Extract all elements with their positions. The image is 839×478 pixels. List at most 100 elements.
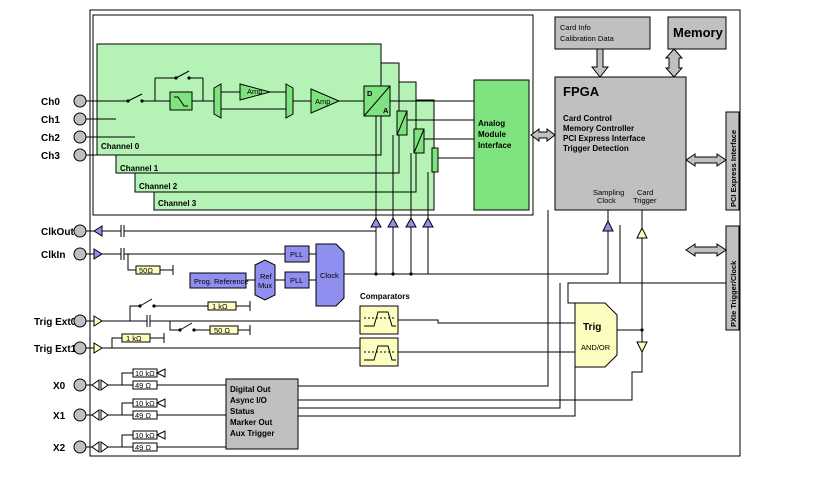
- sampling-clock-label-2: Clock: [597, 196, 616, 205]
- x0-bidir-buffer: [91, 379, 109, 391]
- memory-label: Memory: [673, 25, 724, 40]
- clkin-resistor-label: 50Ω: [139, 266, 153, 275]
- x2-connector[interactable]: [73, 440, 87, 454]
- channel-2-label: Channel 2: [139, 182, 178, 191]
- card-info-line-1: Card Info: [560, 23, 591, 32]
- ch3-label: Ch3: [41, 151, 60, 162]
- fpga-block: [554, 76, 687, 211]
- x2-bidir-buffer: [91, 441, 109, 453]
- ch2-connector[interactable]: [73, 130, 87, 144]
- x1-label: X1: [53, 411, 66, 422]
- x0-49-label: 49 Ω: [135, 381, 151, 390]
- pll-2-label: PLL: [290, 276, 303, 285]
- adc-d-label: D: [367, 89, 373, 98]
- amp-1: [239, 83, 272, 101]
- sampling-clock-label-1: Sampling: [593, 188, 624, 197]
- x1-10k-label: 10 kΩ: [135, 399, 155, 408]
- trig-ext1-label: Trig Ext1: [34, 344, 77, 355]
- digital-line-status: Status: [230, 407, 255, 416]
- trig-ext0-connector[interactable]: [73, 314, 87, 328]
- card-trigger-label-1: Card: [637, 188, 653, 197]
- merger: [285, 83, 294, 119]
- pll-1-label: PLL: [290, 250, 303, 259]
- card-info-arrow: [590, 48, 610, 78]
- trig-title: Trig: [583, 322, 601, 333]
- x0-connector[interactable]: [73, 378, 87, 392]
- ami-line-3: Interface: [478, 141, 512, 150]
- adc-to-ami-wires: [390, 100, 474, 159]
- ch2-label: Ch2: [41, 133, 60, 144]
- channel-0-signal-path: Amp Amp D A: [97, 70, 439, 173]
- digital-io-block: [225, 378, 299, 450]
- channel-3-label: Channel 3: [158, 199, 197, 208]
- clkin-connector[interactable]: [73, 247, 87, 261]
- trig-ext0-50-label: 50 Ω: [214, 326, 230, 335]
- digital-line-aux-trigger: Aux Trigger: [230, 429, 274, 438]
- comparator-1: [359, 305, 399, 335]
- ch0-label: Ch0: [41, 97, 60, 108]
- x2-label: X2: [53, 443, 66, 454]
- analog-module-interface: [473, 79, 530, 211]
- ref-mux-block: [254, 259, 276, 301]
- x0-10k-label: 10 kΩ: [135, 369, 155, 378]
- ref-mux-label-2: Mux: [258, 281, 272, 290]
- digital-line-digital-out: Digital Out: [230, 385, 271, 394]
- trig-block: [574, 302, 618, 368]
- x1-connector[interactable]: [73, 408, 87, 422]
- trig-and-or: AND/OR: [581, 343, 611, 352]
- clkin-label: ClkIn: [41, 250, 65, 261]
- trig-ext1-connector[interactable]: [73, 341, 87, 355]
- ch3-connector[interactable]: [73, 148, 87, 162]
- digital-line-async-io: Async I/O: [230, 396, 267, 405]
- clock-distribution: [344, 116, 614, 276]
- clock-block: [315, 243, 345, 307]
- adc-a-label: A: [383, 106, 389, 115]
- comparators-label: Comparators: [360, 292, 410, 301]
- clkout-connector[interactable]: [73, 224, 87, 238]
- pxie-bus-arrow: [685, 243, 727, 257]
- pci-express-bus-label: PCI Express Interface: [729, 130, 738, 207]
- channel-input-connectors: [73, 94, 135, 162]
- channel-0-block: [96, 43, 382, 156]
- pxie-trigger-bus: [725, 225, 740, 331]
- x0-label: X0: [53, 381, 66, 392]
- prog-reference-label: Prog. Reference: [194, 277, 249, 286]
- card-trigger-buffer: [636, 226, 648, 239]
- channel-0-label: Channel 0: [101, 142, 140, 151]
- ref-mux-label-1: Ref: [260, 272, 273, 281]
- ch0-connector[interactable]: [73, 94, 87, 108]
- fpga-item-pci-express: PCI Express Interface: [563, 134, 646, 143]
- ch1-connector[interactable]: [73, 112, 87, 126]
- x1-49-label: 49 Ω: [135, 411, 151, 420]
- comparator-2: [359, 337, 399, 367]
- splitter: [213, 83, 222, 119]
- clock-label: Clock: [320, 271, 339, 280]
- channel-1-label: Channel 1: [120, 164, 159, 173]
- digital-line-marker-out: Marker Out: [230, 418, 273, 427]
- pxie-trigger-bus-label: PXIe Trigger/Clock: [729, 260, 738, 327]
- trig-ext0-1k-label: 1 kΩ: [212, 302, 228, 311]
- memory-block: [667, 16, 727, 50]
- fpga-item-card-control: Card Control: [563, 114, 612, 123]
- x2-49-label: 49 Ω: [135, 443, 151, 452]
- pci-express-bus: [725, 111, 740, 211]
- pxie-trigger-buffer: [636, 341, 648, 354]
- fpga-item-trigger-detection: Trigger Detection: [563, 144, 629, 153]
- clkout-label: ClkOut: [41, 227, 74, 238]
- amp-1-label: Amp: [247, 87, 262, 96]
- x2-10k-label: 10 kΩ: [135, 431, 155, 440]
- trig-ext0-label: Trig Ext0: [34, 317, 77, 328]
- amp-2: [310, 88, 341, 114]
- trig-ext1-1k-label: 1 kΩ: [126, 334, 142, 343]
- amp-2-label: Amp: [315, 97, 330, 106]
- fpga-item-memory-controller: Memory Controller: [563, 124, 634, 133]
- ami-line-1: Analog: [478, 119, 505, 128]
- x1-bidir-buffer: [91, 409, 109, 421]
- ch1-label: Ch1: [41, 115, 60, 126]
- card-info-line-2: Calibration Data: [560, 34, 615, 43]
- card-info-block: [554, 16, 651, 50]
- fpga-title: FPGA: [563, 84, 600, 99]
- card-trigger-label-2: Trigger: [633, 196, 657, 205]
- ami-line-2: Module: [478, 130, 507, 139]
